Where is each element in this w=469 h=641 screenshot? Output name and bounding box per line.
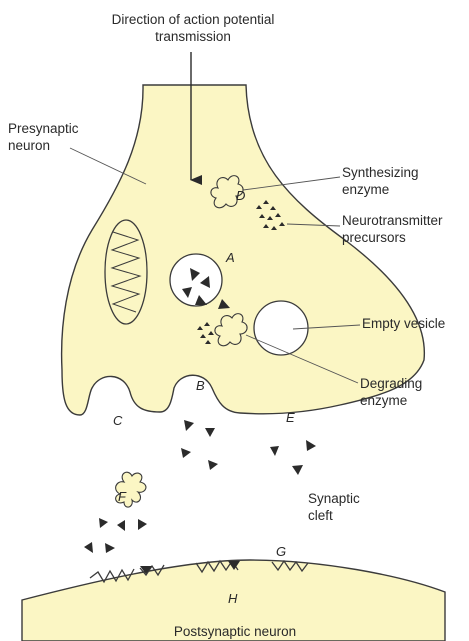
letter-g: G xyxy=(276,544,286,559)
letter-f: F xyxy=(118,489,127,504)
letter-h: H xyxy=(228,591,238,606)
presynaptic-label-line2: neuron xyxy=(8,138,50,153)
direction-label-line1: Direction of action potential xyxy=(112,12,275,27)
degrading-label-line2: enzyme xyxy=(360,393,407,408)
letter-a: A xyxy=(225,250,235,265)
nt-molecule xyxy=(292,465,303,475)
nt-molecule xyxy=(99,518,108,528)
letter-e: E xyxy=(286,410,295,425)
nt-molecule xyxy=(105,543,115,553)
nt-molecule xyxy=(181,448,191,458)
neuro-label-line2: precursors xyxy=(342,230,406,245)
synth-label-line2: enzyme xyxy=(342,182,389,197)
nt-molecule xyxy=(270,446,279,456)
nt-molecule xyxy=(306,440,316,451)
presynaptic-label-line1: Presynaptic xyxy=(8,121,79,136)
nt-molecule xyxy=(138,519,147,530)
nt-molecule xyxy=(184,420,194,431)
neuro-label-line1: Neurotransmitter xyxy=(342,213,443,228)
cleft-label-line1: Synaptic xyxy=(308,491,360,506)
nt-molecule xyxy=(84,542,93,553)
direction-label-line2: transmission xyxy=(155,29,231,44)
empty-vesicle xyxy=(254,301,308,355)
nt-molecule xyxy=(208,460,218,470)
synth-label-line1: Synthesizing xyxy=(342,165,419,180)
cleft-label-line2: cleft xyxy=(308,508,333,523)
nt-molecule xyxy=(205,428,215,437)
letter-d: D xyxy=(236,188,245,203)
degrading-label-line1: Degrading xyxy=(360,376,422,391)
letter-c: C xyxy=(113,413,123,428)
postsynaptic-label: Postsynaptic neuron xyxy=(174,624,296,639)
vesicle-a xyxy=(170,254,222,306)
letter-b: B xyxy=(196,378,205,393)
nt-molecule xyxy=(117,520,125,531)
empty-vesicle-label: Empty vesicle xyxy=(362,316,445,331)
